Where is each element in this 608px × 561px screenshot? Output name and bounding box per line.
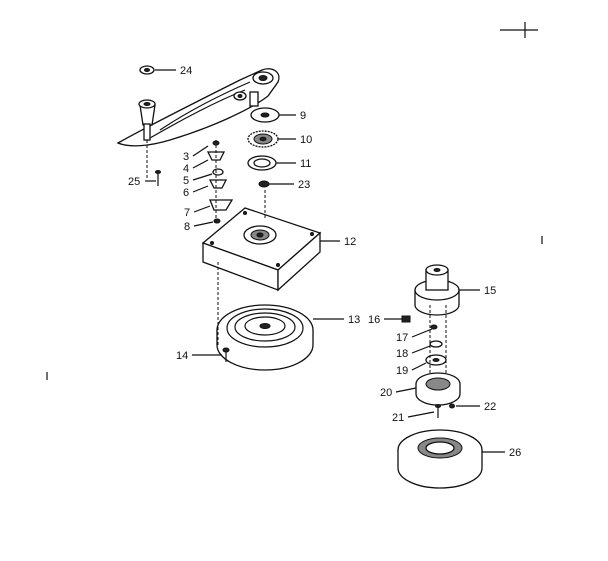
- part-10-gear: [247, 130, 279, 148]
- callout-18: 18: [396, 348, 408, 360]
- part-11-ring: [247, 155, 277, 171]
- part-22-screw: [449, 403, 455, 409]
- part-16-key: [401, 315, 411, 323]
- callout-25: 25: [128, 176, 140, 188]
- part-18-washer: [429, 340, 443, 348]
- part-9-gear: [250, 107, 280, 123]
- callout-3: 3: [183, 151, 189, 163]
- callout-21: 21: [392, 412, 404, 424]
- part-12-housing: [201, 207, 322, 292]
- margin-ticks: [46, 236, 543, 380]
- callout-13: 13: [348, 314, 360, 326]
- part-19-pinion: [425, 354, 447, 366]
- callout-8: 8: [184, 221, 190, 233]
- callout-4: 4: [183, 163, 189, 175]
- part-20-bearing: [415, 372, 461, 406]
- callout-26: 26: [509, 447, 521, 459]
- part-14-screw: [222, 347, 230, 362]
- callout-16: 16: [368, 314, 380, 326]
- callout-6: 6: [183, 187, 189, 199]
- callout-5: 5: [183, 175, 189, 187]
- part-21-screw: [435, 404, 441, 418]
- callout-19: 19: [396, 365, 408, 377]
- callout-9: 9: [300, 110, 306, 122]
- arm-assembly: [116, 68, 280, 147]
- callout-7: 7: [184, 207, 190, 219]
- part-24-nut: [139, 65, 155, 75]
- callout-15: 15: [484, 285, 496, 297]
- callout-20: 20: [380, 387, 392, 399]
- callout-labels: 24 9 10 11 23 3 4 5 6 25 7 8 12 13 14 15…: [128, 65, 521, 459]
- callout-14: 14: [176, 350, 188, 362]
- part-15-hub: [414, 264, 460, 316]
- part-13-spring-housing: [216, 304, 314, 371]
- leader-lines: [145, 69, 505, 453]
- part-17-pin: [430, 324, 438, 330]
- small-hardware-stack: [206, 140, 234, 224]
- callout-11: 11: [300, 158, 311, 170]
- corner-mark: [500, 22, 538, 38]
- callout-24: 24: [180, 65, 192, 77]
- alignment-lines: [146, 140, 447, 375]
- callout-22: 22: [484, 401, 496, 413]
- callout-23: 23: [298, 179, 310, 191]
- part-26-wheel: [397, 429, 483, 489]
- part-25-screw: [155, 170, 161, 186]
- callout-12: 12: [344, 236, 356, 248]
- part-23-nut: [258, 180, 270, 188]
- callout-17: 17: [396, 332, 408, 344]
- callout-10: 10: [300, 134, 312, 146]
